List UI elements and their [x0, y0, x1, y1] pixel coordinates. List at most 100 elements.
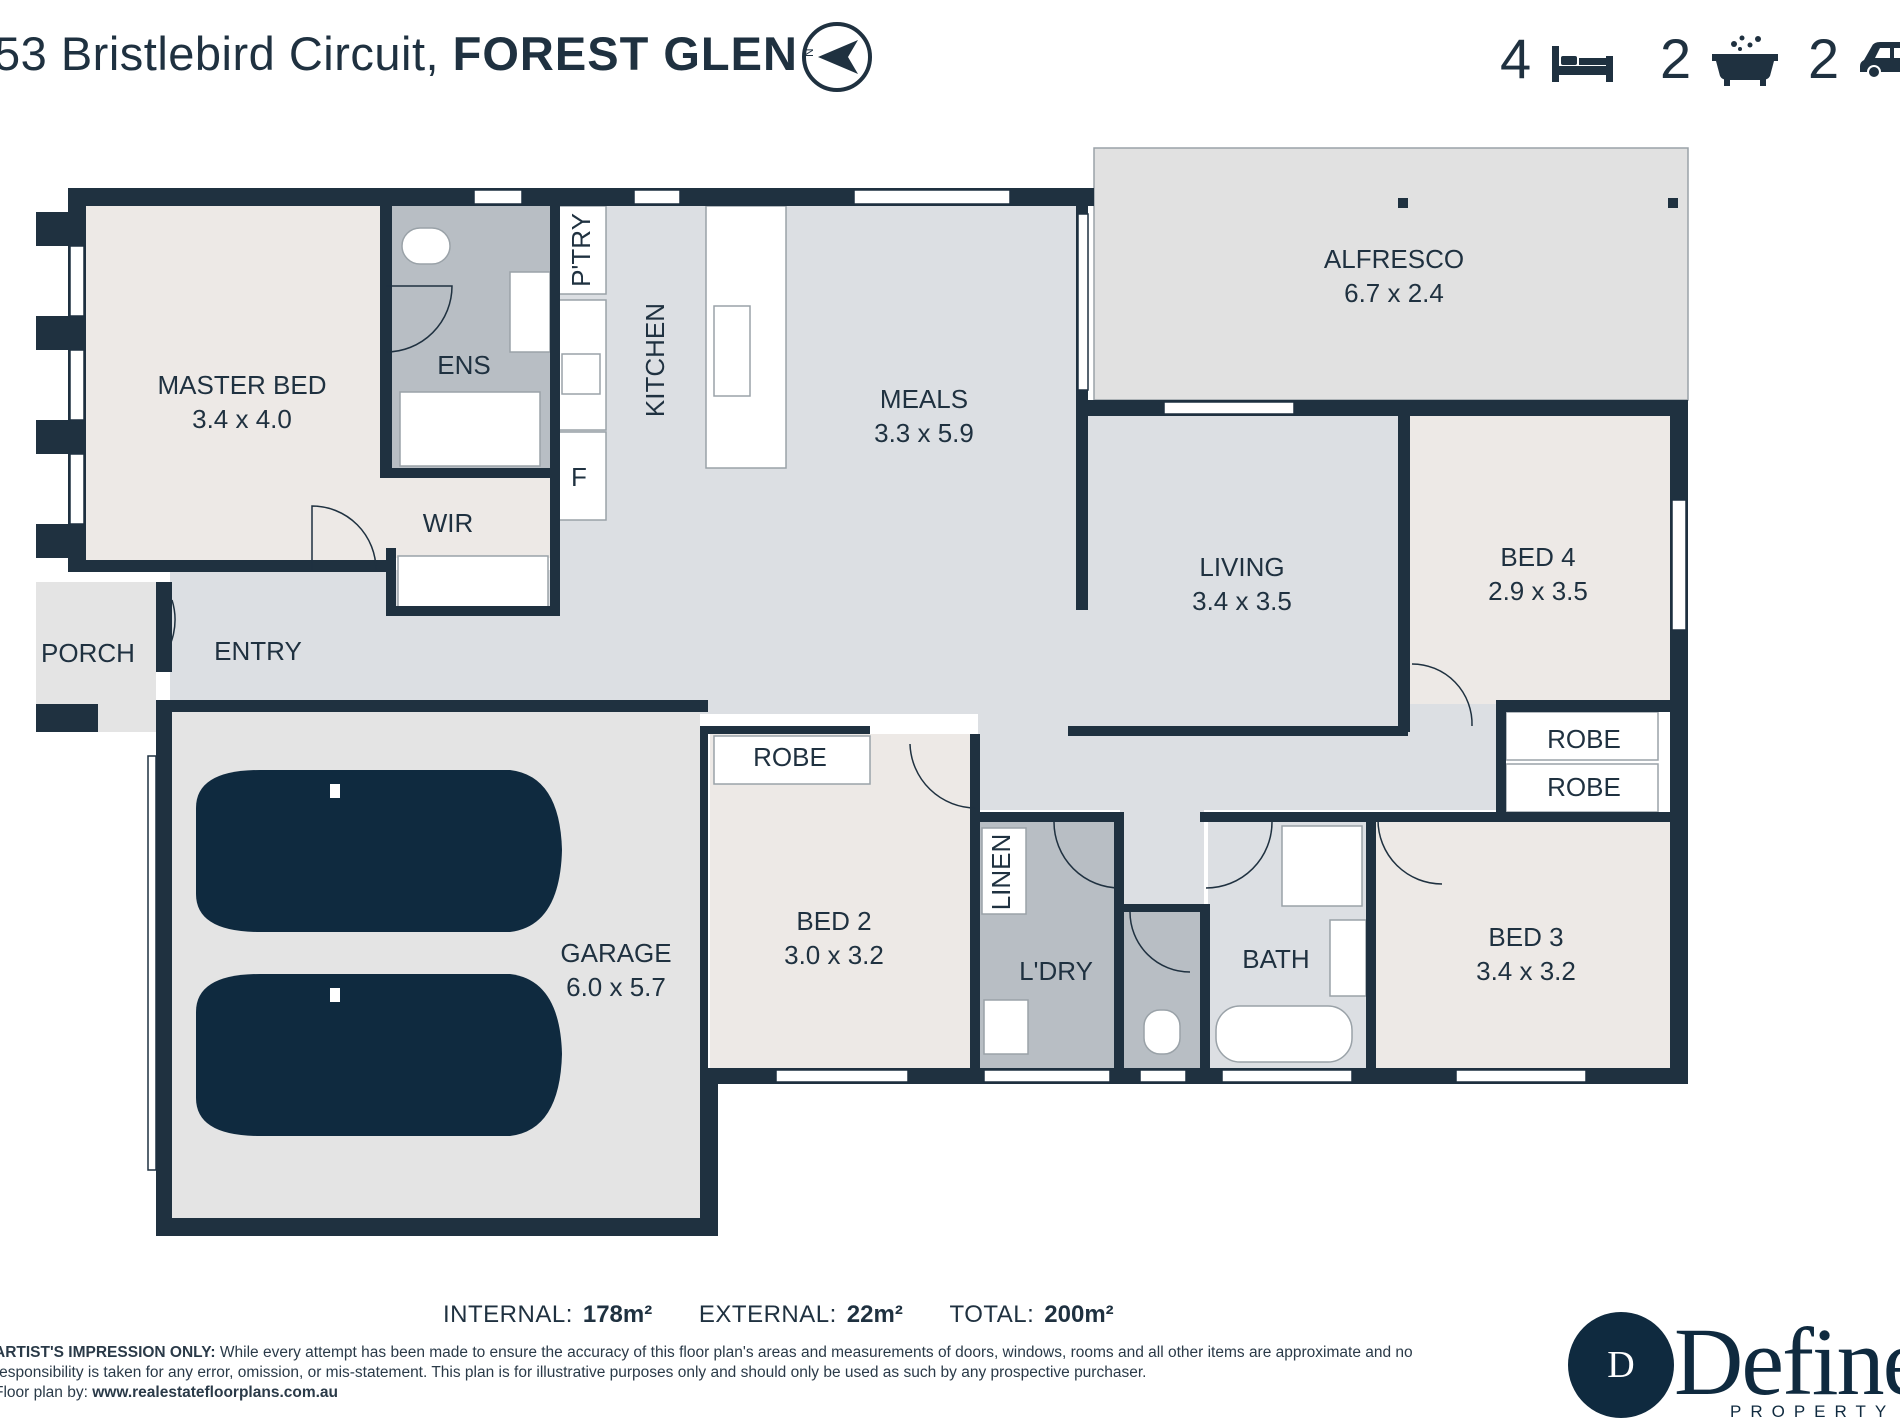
window-kitchen — [633, 189, 681, 205]
wall-bed2-top — [700, 726, 708, 1082]
wall-bath-top — [1200, 812, 1370, 822]
wall-garage-top — [156, 700, 708, 712]
bath-shower-icon — [1281, 825, 1363, 907]
living-name: LIVING — [1199, 552, 1284, 582]
bed4-name: BED 4 — [1500, 542, 1575, 572]
wall-ensuite-left — [380, 206, 392, 478]
window-living — [1163, 401, 1295, 415]
window-meals — [853, 189, 1011, 205]
door-laundry — [1053, 821, 1121, 889]
wall-bottom-rooms — [700, 1068, 1688, 1084]
garage-cars — [196, 770, 562, 1136]
wall-bed4-bottom — [1496, 700, 1678, 712]
porch-name: PORCH — [41, 638, 135, 668]
disclaimer-credit: Floor plan by: www.realestatefloorplans.… — [0, 1383, 1554, 1403]
wall-wc-top — [1120, 904, 1206, 912]
north-compass-icon: N — [802, 22, 872, 92]
garage-name: GARAGE — [560, 938, 671, 968]
alfresco-post-2 — [1668, 198, 1678, 208]
bed3-name: BED 3 — [1488, 922, 1563, 952]
pantry-cupboard — [555, 205, 607, 295]
corridor-floor — [978, 700, 1498, 810]
door-ensuite — [385, 285, 453, 353]
wall-living-bottom — [1068, 726, 1408, 736]
disclaimer-text-1: While every attempt has been made to ens… — [215, 1344, 1413, 1361]
door-bath — [1205, 821, 1273, 889]
wall-ensuite-right — [550, 206, 560, 616]
living-room-floor — [1078, 416, 1404, 716]
living-size: 3.4 x 3.5 — [1192, 586, 1292, 616]
total-area-value: 200m² — [1044, 1301, 1114, 1328]
disclaimer-line-2: responsibility is taken for any error, o… — [0, 1364, 1147, 1381]
robe-bed4 — [1505, 711, 1659, 761]
robe-bed2 — [713, 735, 871, 785]
bed4-size: 2.9 x 3.5 — [1488, 576, 1588, 606]
fixtures — [397, 205, 1659, 1063]
window-bed2 — [775, 1069, 909, 1083]
window-master-2 — [69, 349, 85, 421]
meals-name: MEALS — [880, 384, 968, 414]
laundry-name: L'DRY — [1019, 956, 1093, 986]
wall-bed3-top — [1374, 812, 1678, 822]
bed2-size: 3.0 x 3.2 — [784, 940, 884, 970]
credit-label: Floor plan by: — [0, 1384, 88, 1401]
ensuite-vanity — [509, 271, 551, 353]
wall-master-left-pier2 — [36, 316, 70, 350]
kitchen-name: KITCHEN — [640, 303, 670, 417]
meals-size: 3.3 x 5.9 — [874, 418, 974, 448]
door-bed4 — [1411, 663, 1473, 727]
wall-garage-right — [700, 1068, 718, 1236]
bathroom-count: 2 — [1660, 27, 1692, 90]
bed2-name: BED 2 — [796, 906, 871, 936]
window-bath — [1221, 1069, 1353, 1083]
wall-garage-left — [156, 700, 172, 1236]
wall-robes-left — [1496, 700, 1506, 822]
external-area-value: 22m² — [846, 1301, 903, 1328]
wall-laundry-top — [976, 812, 1120, 822]
window-master-1 — [69, 245, 85, 317]
wir-name: WIR — [423, 508, 474, 538]
window-ensuite — [473, 189, 523, 205]
corridor-link-floor — [1120, 810, 1204, 910]
svg-text:N: N — [802, 48, 816, 57]
wall-wir-left — [386, 548, 396, 614]
fridge-space — [555, 431, 607, 521]
wall-living-right — [1398, 416, 1410, 732]
car-icon — [1860, 42, 1900, 78]
window-garage — [147, 755, 157, 1171]
window-bed4 — [1671, 499, 1687, 631]
wall-porch-bottom — [36, 704, 98, 732]
credit-link[interactable]: www.realestatefloorplans.com.au — [92, 1384, 339, 1401]
wall-wir-bottom — [386, 606, 560, 616]
door-master — [311, 505, 377, 571]
wir-floor — [386, 478, 556, 558]
window-bed3 — [1455, 1069, 1587, 1083]
logo-monogram: D — [1568, 1312, 1674, 1418]
car-space-count: 2 — [1808, 27, 1840, 90]
floor-plan: MASTER BED 3.4 x 4.0 ENS WIR P'TRY KITCH… — [36, 147, 1689, 1236]
door-swings — [157, 285, 1473, 973]
internal-area: INTERNAL:178m² — [443, 1301, 659, 1328]
wall-bed2-top-robe — [700, 726, 870, 734]
bathtub-icon — [1712, 35, 1778, 86]
entry-name: ENTRY — [214, 636, 302, 666]
internal-area-label: INTERNAL: — [443, 1301, 573, 1328]
door-bed2 — [909, 743, 977, 809]
street-address: 53 Bristlebird Circuit, — [0, 27, 440, 80]
toilet-icon — [401, 227, 451, 265]
wall-master-bottom — [68, 560, 388, 572]
bed2-floor — [710, 734, 976, 1068]
wall-wc-right — [1200, 904, 1210, 1074]
wall-garage-bottom — [156, 1218, 718, 1236]
room-labels: MASTER BED 3.4 x 4.0 ENS WIR P'TRY KITCH… — [41, 213, 1621, 1002]
external-area: EXTERNAL:22m² — [699, 1301, 910, 1328]
logo-name: Define — [1674, 1308, 1900, 1415]
bathtub-fixture-icon — [1215, 1005, 1353, 1063]
window-laundry — [983, 1069, 1111, 1083]
robe-bed3-name: ROBE — [1547, 772, 1621, 802]
wall-bed2-right — [970, 734, 980, 1074]
bath-name: BATH — [1242, 944, 1309, 974]
sliding-door-alfresco — [1077, 213, 1089, 391]
bed4-floor — [1404, 416, 1672, 704]
door-wc — [1129, 911, 1191, 973]
